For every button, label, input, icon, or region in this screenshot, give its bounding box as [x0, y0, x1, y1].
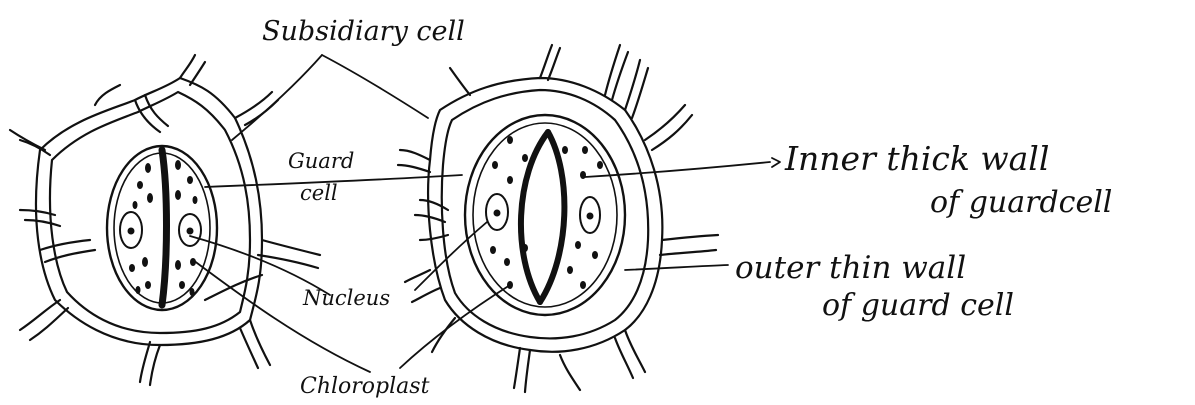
left-guard-cells: [107, 146, 217, 310]
right-stoma-epidermis: [398, 45, 718, 392]
label-inner-thick-wall: Inner thick wall: [784, 139, 1049, 178]
label-outer-thin-wall: outer thin wall: [735, 250, 966, 286]
label-of-guard-cell: of guard cell: [822, 288, 1014, 323]
label-of-guardcell: of guardcell: [930, 185, 1112, 220]
label-subsidiary-cell: Subsidiary cell: [262, 16, 465, 47]
label-nucleus: Nucleus: [302, 286, 390, 310]
right-chloroplasts: [490, 136, 603, 289]
right-guard-cells: [465, 115, 625, 315]
label-guard-cell: cell: [300, 181, 338, 205]
label-guard: Guard: [288, 149, 354, 173]
label-chloroplast: Chloroplast: [300, 374, 430, 399]
